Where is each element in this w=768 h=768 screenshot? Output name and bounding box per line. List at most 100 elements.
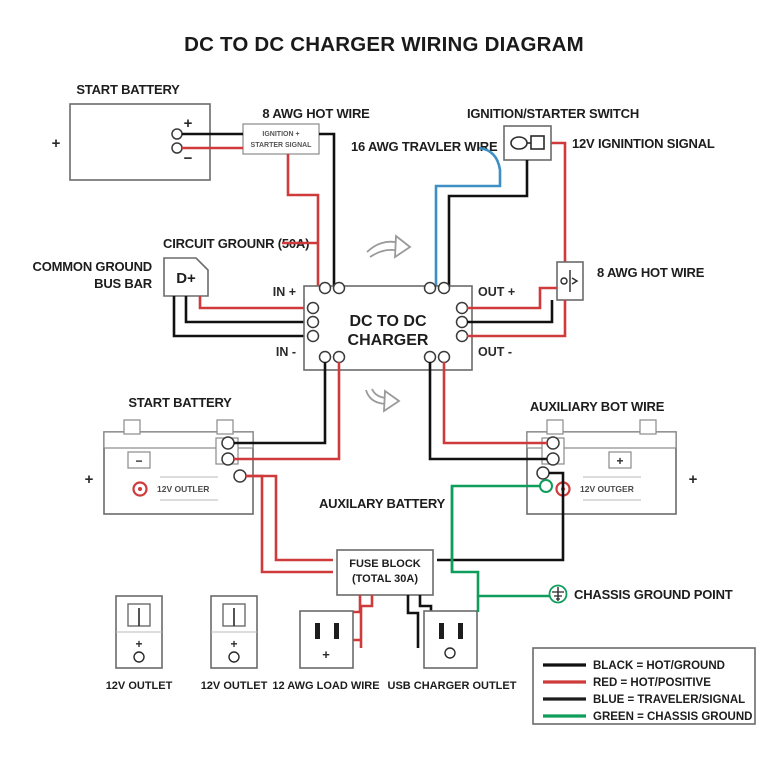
wire-red-fuseblock-to-load-2 bbox=[359, 595, 374, 648]
outlet-4[interactable] bbox=[423, 610, 478, 669]
outlet-3[interactable]: + bbox=[299, 610, 354, 669]
wire-red-out-down-right bbox=[467, 300, 567, 338]
outlet-3-slot-left bbox=[315, 623, 320, 639]
label-start-battery-bottom: START BATTERY bbox=[128, 395, 232, 410]
charger-terminal-right-3[interactable] bbox=[455, 329, 469, 343]
outlet-2[interactable]: + bbox=[210, 595, 258, 669]
wire-red-out-to-auxbat bbox=[442, 362, 547, 445]
charger-terminal-top-3[interactable] bbox=[423, 281, 437, 295]
fuse-right-arrow-icon bbox=[571, 277, 579, 285]
label-charger-line1: DC TO DC bbox=[349, 313, 426, 330]
charger-terminal-bottom-3[interactable] bbox=[423, 350, 437, 364]
label-outlet-1: 12V OUTLET bbox=[106, 680, 173, 692]
wire-green-chassis-ground bbox=[450, 484, 553, 598]
label-awg8-hot-wire-top: 8 AWG HOT WIRE bbox=[262, 106, 370, 121]
wire-blue-traveler-to-charger bbox=[434, 146, 502, 286]
wire-red-startbat-to-fuseblock-1 bbox=[246, 474, 333, 562]
start-battery-bottom-post-3 bbox=[233, 469, 247, 483]
label-in-plus: IN + bbox=[273, 285, 296, 299]
start-battery-top-terminal-minus: − bbox=[184, 150, 193, 167]
label-chassis-ground-point: CHASSIS GROUND POINT bbox=[574, 587, 733, 602]
label-auxiliary-bot-wire: AUXILIARY BOT WIRE bbox=[530, 399, 665, 414]
wire-black-busbar-to-in-1 bbox=[184, 296, 313, 324]
label-12v-ignition-signal: 12V IGNINTION SIGNAL bbox=[572, 136, 715, 151]
start-battery-bottom-post-2 bbox=[221, 452, 235, 466]
legend-label-0: BLACK = HOT/GROUND bbox=[593, 660, 725, 672]
charger-terminal-top-2[interactable] bbox=[332, 281, 346, 295]
wire-red-busbar-to-in bbox=[198, 296, 313, 310]
label-common-ground-line1: COMMON GROUND bbox=[33, 259, 152, 274]
label-12v-outler-left: 12V OUTLER bbox=[157, 484, 209, 494]
label-awg16-travler-wire: 16 AWG TRAVLER WIRE bbox=[351, 139, 498, 154]
flow-arrow-upper-icon bbox=[366, 234, 412, 259]
label-out-minus: OUT - bbox=[478, 345, 512, 359]
outlet-4-slot-right bbox=[458, 623, 463, 639]
outlet-2-socket-icon bbox=[228, 651, 240, 663]
fuse-right-contact-icon bbox=[560, 277, 568, 285]
label-outlet-4: USB CHARGER OUTLET bbox=[388, 680, 517, 692]
legend-label-2: BLUE = TRAVELER/SIGNAL bbox=[593, 694, 745, 706]
wire-red-hot-to-charger-in bbox=[286, 154, 320, 286]
label-start-battery-top: START BATTERY bbox=[76, 82, 180, 97]
wire-black-fuseblock-to-usb-1 bbox=[406, 595, 420, 648]
outlet-4-socket-icon bbox=[444, 647, 456, 659]
start-battery-top-terminal-plus: + bbox=[184, 115, 193, 132]
legend-item-0: BLACK = HOT/GROUND bbox=[543, 660, 725, 672]
charger-terminal-left-1[interactable] bbox=[306, 301, 320, 315]
charger-terminal-bottom-4[interactable] bbox=[437, 350, 451, 364]
outlet-1-socket-icon bbox=[133, 651, 145, 663]
wire-red-out-to-fuse bbox=[467, 286, 557, 310]
start-battery-bottom-plus: + bbox=[85, 471, 94, 488]
auxiliary-battery-plus: + bbox=[689, 471, 698, 488]
label-d-plus: D+ bbox=[176, 270, 196, 287]
charger-terminal-right-2[interactable] bbox=[455, 315, 469, 329]
outlet-2-plus: + bbox=[230, 637, 237, 651]
wire-black-switch-to-charger bbox=[447, 160, 529, 286]
label-charger-line2: CHARGER bbox=[348, 332, 429, 349]
outlet-1-plus: + bbox=[135, 637, 142, 651]
fuse-block-box[interactable] bbox=[336, 549, 434, 596]
label-ignition-starter-signal-line2: STARTER SIGNAL bbox=[251, 142, 313, 149]
charger-terminal-bottom-2[interactable] bbox=[332, 350, 346, 364]
auxiliary-battery-post-ground bbox=[539, 479, 553, 493]
auxiliary-battery-plus-tab-sym: + bbox=[616, 454, 623, 468]
label-fuse-block-line1: FUSE BLOCK bbox=[349, 558, 421, 570]
charger-terminal-left-2[interactable] bbox=[306, 315, 320, 329]
charger-terminal-bottom-1[interactable] bbox=[318, 350, 332, 364]
auxiliary-battery-plus-tab bbox=[608, 451, 632, 469]
label-ignition-starter-signal-line1: IGNITION + bbox=[262, 131, 299, 138]
label-12v-outger-right: 12V OUTGER bbox=[580, 484, 634, 494]
outlet-3-slot-right bbox=[334, 623, 339, 639]
start-battery-top-box bbox=[69, 103, 211, 181]
wire-black-hot-to-charger-in bbox=[319, 132, 336, 286]
label-ignition-starter-switch: IGNITION/STARTER SWITCH bbox=[467, 106, 639, 121]
charger-terminal-left-3[interactable] bbox=[306, 329, 320, 343]
label-common-ground-line2: BUS BAR bbox=[94, 276, 153, 291]
auxiliary-battery-post-1 bbox=[546, 436, 560, 450]
start-battery-top-post-positive bbox=[171, 128, 183, 140]
charger-terminal-top-4[interactable] bbox=[437, 281, 451, 295]
start-battery-bottom-minus-tab bbox=[127, 451, 151, 469]
label-out-plus: OUT + bbox=[478, 285, 515, 299]
flow-arrow-lower-icon bbox=[365, 388, 401, 413]
charger-terminal-right-1[interactable] bbox=[455, 301, 469, 315]
outlet-3-plus: + bbox=[322, 647, 330, 662]
ignition-key-ring-icon bbox=[510, 136, 528, 150]
label-outlet-3: 12 AWG LOAD WIRE bbox=[272, 680, 379, 692]
legend-label-3: GREEN = CHASSIS GROUND bbox=[593, 711, 752, 723]
start-battery-bottom-post-1 bbox=[221, 436, 235, 450]
outlet-1[interactable]: + bbox=[115, 595, 163, 669]
legend-label-1: RED = HOT/POSITIVE bbox=[593, 677, 711, 689]
start-battery-bottom-cap-left bbox=[123, 419, 141, 435]
charger-terminal-top-1[interactable] bbox=[318, 281, 332, 295]
label-awg8-hot-wire-right: 8 AWG HOT WIRE bbox=[597, 265, 705, 280]
legend-item-2: BLUE = TRAVELER/SIGNAL bbox=[543, 694, 745, 706]
wire-black-in-to-startbat bbox=[234, 362, 327, 445]
wire-black-fuseblock-to-auxbat bbox=[437, 471, 565, 562]
start-battery-bottom-minus: − bbox=[135, 454, 142, 468]
chassis-ground-point-icon-bars bbox=[552, 591, 564, 600]
label-fuse-block-line2: (TOTAL 30A) bbox=[352, 573, 418, 585]
common-ground-bus-bar-box bbox=[163, 257, 209, 297]
